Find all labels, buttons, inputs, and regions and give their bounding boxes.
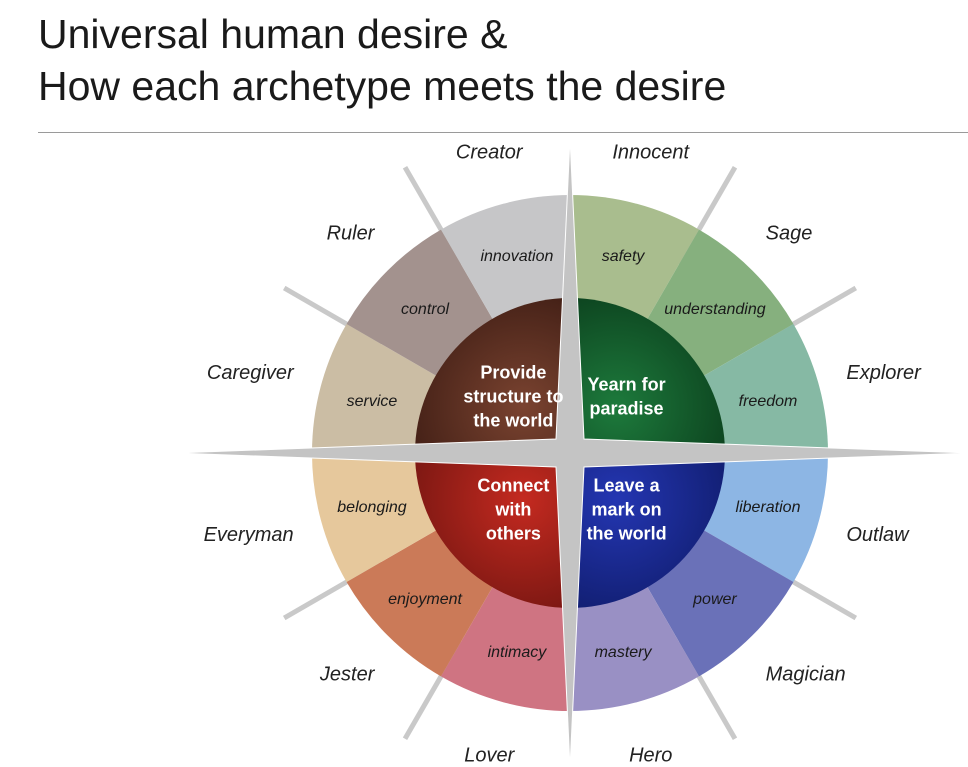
- archetype-label-magician: Magician: [766, 664, 846, 686]
- core-layer: [415, 298, 725, 608]
- page-title: Universal human desire & How each archet…: [38, 8, 726, 112]
- core-text-structure: structure to: [463, 386, 563, 406]
- core-connect: [415, 453, 570, 608]
- archetype-label-outlaw: Outlaw: [846, 524, 910, 546]
- desire-label-freedom: freedom: [739, 393, 798, 410]
- core-structure: [415, 298, 570, 453]
- core-text-structure: Provide: [480, 362, 546, 382]
- archetype-label-ruler: Ruler: [327, 222, 376, 244]
- archetype-label-creator: Creator: [456, 142, 524, 164]
- desire-label-intimacy: intimacy: [488, 644, 548, 661]
- desire-label-control: control: [401, 301, 449, 318]
- compass-star: [174, 137, 968, 767]
- archetype-label-explorer: Explorer: [846, 362, 922, 384]
- desire-label-power: power: [692, 591, 737, 608]
- core-text-connect: others: [486, 524, 541, 544]
- core-paradise: [570, 298, 725, 453]
- title-line-2: How each archetype meets the desire: [38, 63, 727, 109]
- core-text-connect: Connect: [477, 476, 549, 496]
- archetype-label-lover: Lover: [464, 744, 515, 766]
- core-text-mark: mark on: [592, 500, 662, 520]
- core-text-mark: the world: [587, 524, 667, 544]
- core-text-paradise: paradise: [590, 398, 664, 418]
- core-mark: [570, 453, 725, 608]
- archetype-label-sage: Sage: [766, 222, 813, 244]
- core-text-connect: with: [494, 500, 531, 520]
- title-line-1: Universal human desire &: [38, 11, 508, 57]
- core-text-mark: Leave a: [594, 476, 661, 496]
- desire-label-service: service: [347, 393, 398, 410]
- core-text-paradise: Yearn for: [588, 374, 666, 394]
- desire-label-enjoyment: enjoyment: [388, 591, 462, 608]
- title-divider: [38, 132, 968, 133]
- desire-label-belonging: belonging: [337, 499, 407, 516]
- core-text-structure: the world: [473, 410, 553, 430]
- desire-label-safety: safety: [602, 248, 646, 265]
- compass-star-shape: [174, 137, 968, 767]
- desire-label-understanding: understanding: [664, 301, 766, 318]
- archetype-label-innocent: Innocent: [612, 142, 690, 164]
- archetype-label-caregiver: Caregiver: [207, 362, 295, 384]
- archetype-label-jester: Jester: [319, 664, 376, 686]
- desire-label-liberation: liberation: [736, 499, 801, 516]
- archetype-label-everyman: Everyman: [204, 524, 294, 546]
- archetype-label-hero: Hero: [629, 744, 672, 766]
- desire-label-mastery: mastery: [595, 644, 653, 661]
- desire-label-innovation: innovation: [480, 248, 553, 265]
